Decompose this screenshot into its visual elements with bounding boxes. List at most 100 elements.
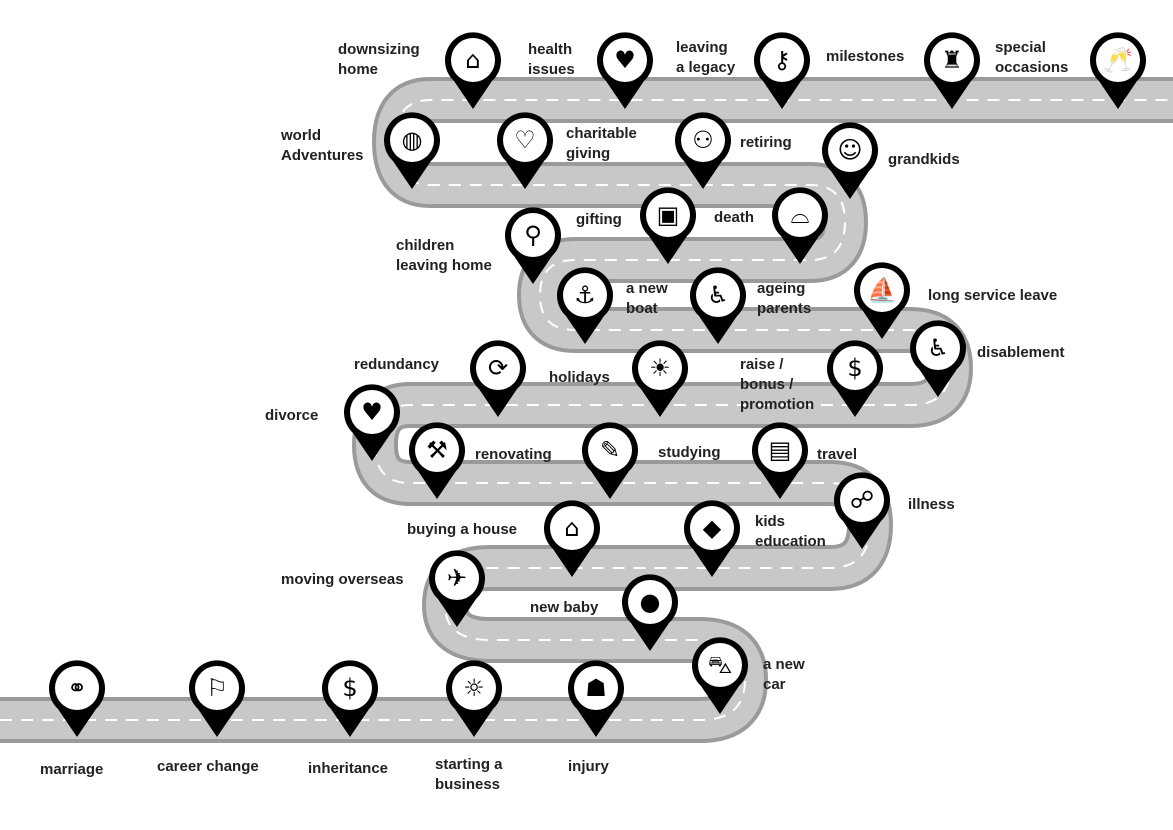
- event-pin[interactable]: ⚓: [556, 266, 614, 346]
- event-pin[interactable]: ⌓: [771, 186, 829, 266]
- children-icon: ☺: [837, 136, 863, 164]
- graduation-cap-icon: ◆: [702, 514, 722, 542]
- ship-icon: ⚓: [574, 281, 596, 309]
- event-pin[interactable]: ☍: [833, 471, 891, 551]
- car-icon: ⛍: [707, 651, 733, 679]
- event-pin[interactable]: $: [826, 339, 884, 419]
- event-label: disablement: [977, 344, 1065, 361]
- house-money-icon: $: [342, 674, 358, 702]
- event-pin[interactable]: ♡: [496, 111, 554, 191]
- event-pin[interactable]: ♜: [923, 31, 981, 111]
- event-pin[interactable]: ☗: [567, 659, 625, 739]
- pin-marker: [1090, 32, 1146, 109]
- event-pin[interactable]: ⚷: [753, 31, 811, 111]
- event-label: divorce: [265, 407, 319, 424]
- event-pin[interactable]: ♿: [909, 319, 967, 399]
- key-icon: ⚷: [773, 46, 791, 74]
- event-pin[interactable]: ⚇: [674, 111, 732, 191]
- event-label: career change: [157, 758, 259, 775]
- champagne-icon: 🥂: [1103, 46, 1133, 74]
- broken-heart-icon: ♥: [361, 398, 383, 426]
- tombstone-icon: ⌓: [790, 201, 810, 229]
- event-pin[interactable]: ▣: [639, 186, 697, 266]
- heartbeat-icon: ♥: [614, 46, 636, 74]
- pin-marker: [822, 122, 878, 199]
- event-label: a new car: [763, 656, 805, 693]
- pin-marker: [568, 660, 624, 737]
- pin-marker: [910, 320, 966, 397]
- event-pin[interactable]: 🥂: [1089, 31, 1147, 111]
- event-label: long service leave: [928, 287, 1058, 304]
- event-label: health issues: [528, 41, 575, 78]
- event-pin[interactable]: ✈: [428, 549, 486, 629]
- event-pin[interactable]: ⟳: [469, 339, 527, 419]
- pin-marker: [854, 262, 910, 339]
- pin-marker: [622, 574, 678, 651]
- event-label: world Adventures: [281, 127, 364, 164]
- event-label: injury: [568, 758, 609, 775]
- event-pin[interactable]: ▤: [751, 421, 809, 501]
- pin-marker: [834, 472, 890, 549]
- luggage-icon: ▤: [768, 436, 792, 464]
- heart-hand-icon: ♡: [514, 126, 536, 154]
- money-bag-icon: $: [847, 354, 863, 382]
- event-label: gifting: [576, 211, 622, 228]
- pin-marker: [446, 660, 502, 737]
- event-pin[interactable]: ⌂: [444, 31, 502, 111]
- event-pin[interactable]: ⌂: [543, 499, 601, 579]
- event-label: raise / bonus / promotion: [740, 356, 815, 413]
- event-pin[interactable]: ⚲: [504, 206, 562, 286]
- event-pin[interactable]: ⛍: [691, 636, 749, 716]
- event-pin[interactable]: ♥: [343, 383, 401, 463]
- event-pin[interactable]: ✎: [581, 421, 639, 501]
- event-label: studying: [658, 444, 721, 461]
- pin-marker: [690, 267, 746, 344]
- event-pin[interactable]: ◆: [683, 499, 741, 579]
- podium-icon: ♜: [941, 46, 963, 74]
- rings-icon: ⚭: [66, 674, 88, 702]
- event-label: downsizing home: [338, 41, 420, 78]
- pin-marker: [409, 422, 465, 499]
- event-label: milestones: [826, 48, 905, 65]
- event-pin[interactable]: ☼: [445, 659, 503, 739]
- event-pin[interactable]: ◍: [383, 111, 441, 191]
- pin-marker: [497, 112, 553, 189]
- globe-icon: ◍: [401, 126, 423, 154]
- event-pin[interactable]: $: [321, 659, 379, 739]
- event-pin[interactable]: ⚭: [48, 659, 106, 739]
- pin-marker: [924, 32, 980, 109]
- pin-marker: [597, 32, 653, 109]
- pin-marker: [827, 340, 883, 417]
- road-surface: [0, 81, 1173, 739]
- pin-marker: [752, 422, 808, 499]
- pin-marker: [544, 500, 600, 577]
- event-pin[interactable]: ☀: [631, 339, 689, 419]
- pin-marker: [384, 112, 440, 189]
- pin-marker: [445, 32, 501, 109]
- gift-icon: ▣: [656, 201, 680, 229]
- pin-marker: [640, 187, 696, 264]
- event-pin[interactable]: ☺: [821, 121, 879, 201]
- event-pin[interactable]: ⚒: [408, 421, 466, 501]
- event-pin[interactable]: ⚐: [188, 659, 246, 739]
- event-label: ageing parents: [757, 280, 812, 317]
- airplane-icon: ✈: [446, 564, 468, 592]
- event-pin[interactable]: ♥: [596, 31, 654, 111]
- event-label: kids education: [755, 513, 826, 550]
- road-center-line: [0, 99, 1173, 721]
- event-pin[interactable]: ♿: [689, 266, 747, 346]
- event-label: travel: [817, 446, 858, 463]
- event-label: new baby: [530, 599, 599, 616]
- palm-tree-icon: ☀: [649, 354, 671, 382]
- ribbon-icon: ☍: [849, 486, 875, 514]
- pin-marker: [675, 112, 731, 189]
- event-label: retiring: [740, 134, 792, 151]
- pin-marker: [692, 637, 748, 714]
- event-pin[interactable]: ●: [621, 573, 679, 653]
- idea-person-icon: ☼: [463, 674, 485, 702]
- event-pin[interactable]: ⛵: [853, 261, 911, 341]
- signpost-icon: ⚐: [206, 674, 228, 702]
- pin-marker: [429, 550, 485, 627]
- event-label: starting a business: [435, 756, 503, 793]
